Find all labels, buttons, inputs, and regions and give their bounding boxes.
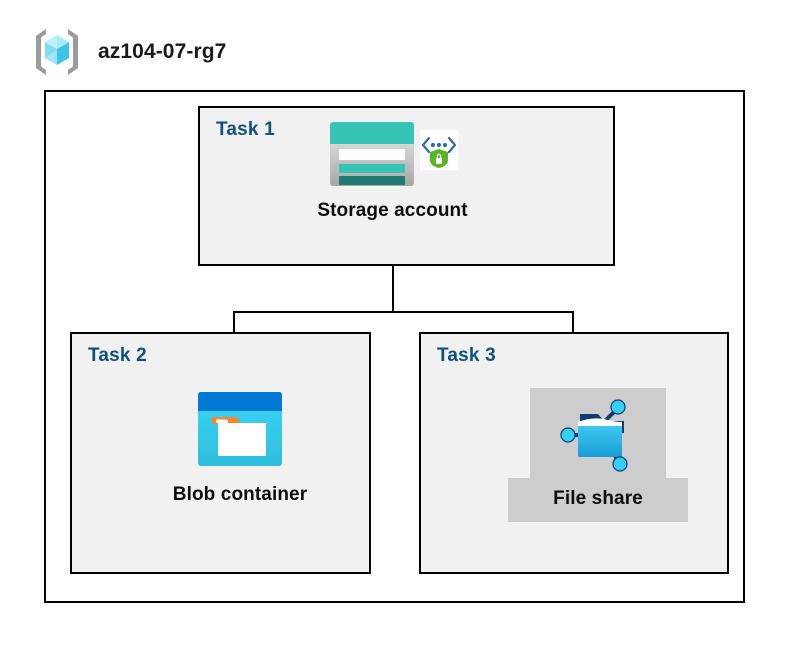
connector-storage-to-bus	[392, 266, 394, 313]
node-blob-container[interactable]: Blob container	[140, 390, 340, 506]
task-3-label: Task 3	[437, 345, 496, 366]
task-2-label: Task 2	[88, 345, 147, 366]
storage-account-icon	[328, 118, 458, 190]
storage-account-caption: Storage account	[317, 200, 468, 221]
file-share-icon	[530, 388, 666, 478]
connector-horizontal-bus	[233, 311, 574, 313]
node-file-share[interactable]: File share	[508, 388, 688, 522]
resource-group-name: az104-07-rg7	[98, 40, 227, 63]
resource-group-cube-icon	[30, 26, 84, 78]
node-storage-account[interactable]: Storage account	[290, 118, 495, 222]
task-1-label: Task 1	[216, 119, 275, 140]
resource-group-header: az104-07-rg7	[30, 26, 226, 78]
blob-container-caption: Blob container	[172, 484, 308, 505]
file-share-caption: File share	[508, 478, 688, 522]
blob-container-icon	[196, 390, 284, 468]
